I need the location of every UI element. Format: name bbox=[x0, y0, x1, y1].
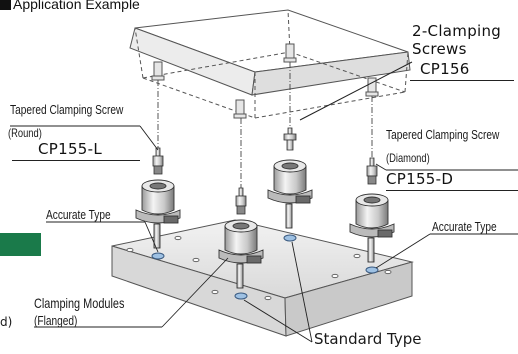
title-square-marker bbox=[0, 0, 11, 10]
green-tab bbox=[0, 233, 41, 256]
part-number-cp156: CP156 bbox=[420, 60, 470, 78]
label-accurate-type-left: Accurate Type bbox=[46, 207, 111, 222]
underline-cp156 bbox=[410, 80, 514, 81]
clamping-modules bbox=[135, 159, 395, 289]
base-plate bbox=[111, 219, 414, 337]
diagram-title: Application Example bbox=[0, 0, 140, 11]
underline-cp155-d bbox=[386, 190, 518, 191]
center-lines bbox=[157, 62, 373, 190]
screws bbox=[152, 127, 378, 215]
part-number-cp155-l: CP155-L bbox=[38, 140, 103, 158]
title-text: Application Example bbox=[13, 0, 140, 12]
label-tapered-screw-round: Tapered Clamping Screw bbox=[10, 102, 124, 117]
leader-lines bbox=[10, 125, 518, 343]
cropped-text-d: d) bbox=[0, 315, 13, 329]
label-diamond: (Diamond) bbox=[386, 151, 430, 165]
underline-cp155-l bbox=[12, 160, 140, 161]
label-accurate-type-right: Accurate Type bbox=[432, 219, 497, 234]
label-clamping-screws: 2-Clamping Screws bbox=[412, 22, 502, 58]
label-flanged: (Flanged) bbox=[34, 313, 78, 328]
label-standard-type: Standard Type bbox=[314, 330, 422, 348]
label-round: (Round) bbox=[8, 126, 42, 140]
label-tapered-screw-diamond: Tapered Clamping Screw bbox=[386, 127, 500, 142]
part-number-cp155-d: CP155-D bbox=[386, 170, 454, 188]
upper-plate bbox=[129, 9, 413, 121]
label-clamping-modules: Clamping Modules bbox=[34, 295, 125, 311]
